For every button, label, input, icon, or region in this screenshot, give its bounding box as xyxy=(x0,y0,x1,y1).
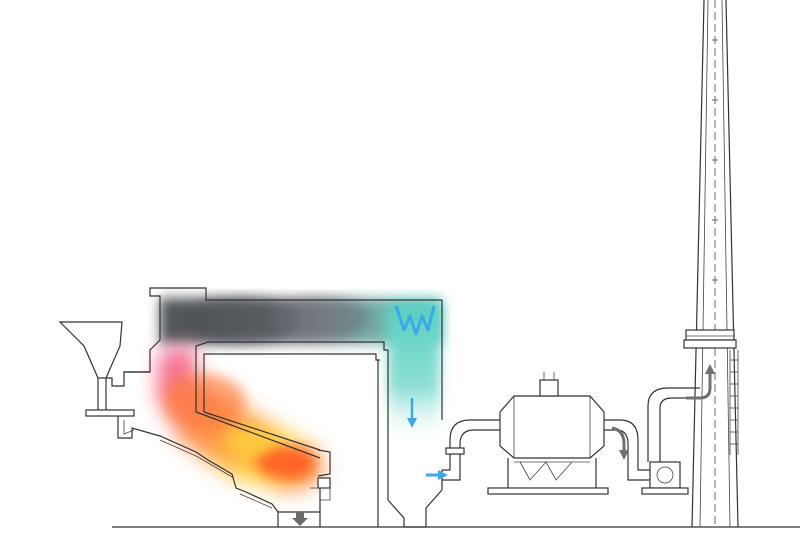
gas-out-arrow xyxy=(426,470,448,480)
furnace xyxy=(117,287,442,527)
stack-ladder xyxy=(729,350,739,455)
chimney-stack xyxy=(683,0,739,528)
gas-down-arrow xyxy=(407,398,417,428)
spray-nozzles xyxy=(394,305,436,336)
fuel-hopper xyxy=(58,321,150,417)
ash-out-arrow xyxy=(292,512,308,526)
chimney-up-arrow xyxy=(686,364,715,400)
flame-fill xyxy=(156,346,320,492)
stack-markings xyxy=(712,39,718,281)
induced-draft-fan xyxy=(641,387,700,495)
flue-gas-duct xyxy=(442,419,500,481)
cyclone-separator xyxy=(487,372,650,495)
separator-down-arrow xyxy=(611,426,629,460)
boiler-pass xyxy=(387,300,443,528)
